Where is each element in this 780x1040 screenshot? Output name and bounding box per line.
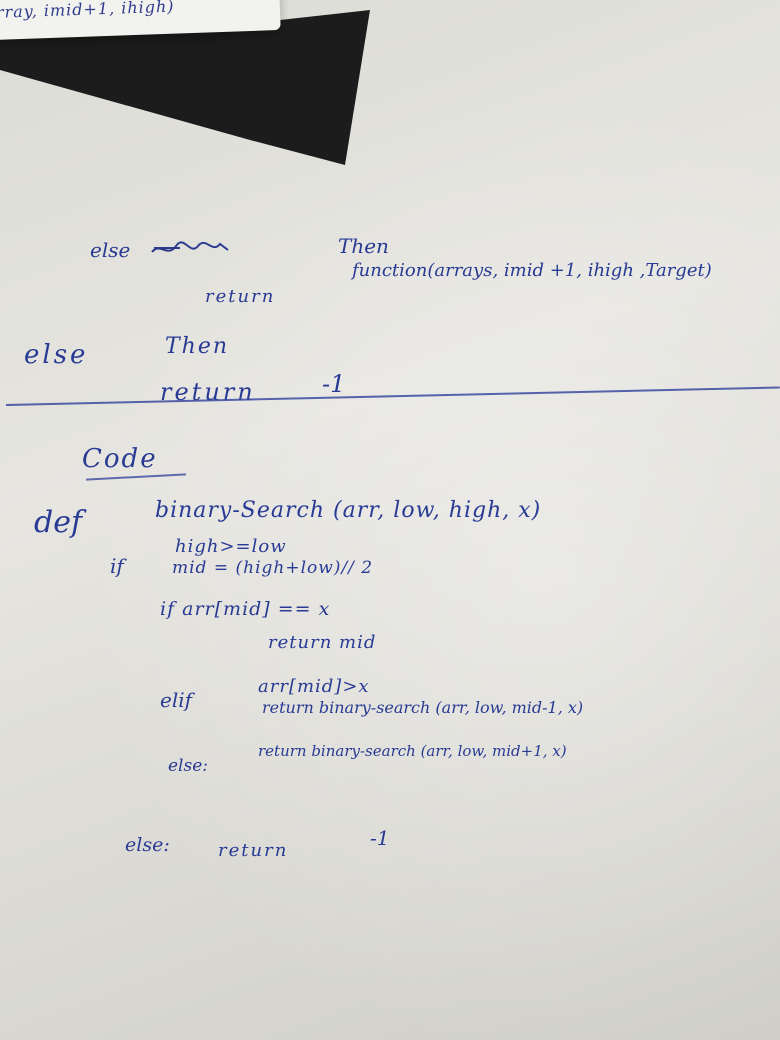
return-keyword-1: return [205,286,276,307]
return-value-1: -1 [322,370,346,398]
else-keyword-2: else [24,340,89,370]
mid-assignment: mid = (high+low)// 2 [172,558,374,578]
card-text: rray, imid+1, ihigh) [0,0,175,22]
if-condition-2: if arr[mid] == x [160,598,331,620]
return-mid: return mid [268,632,377,653]
def-keyword: def [34,505,83,540]
else-outer: else: [125,834,170,856]
else-keyword-1: else [90,238,131,262]
elif-keyword: elif [160,688,193,712]
elif-condition: arr[mid]>x [258,676,370,697]
if-condition-1: high>=low [175,536,287,557]
else-inner: else: [168,756,209,776]
function-signature: binary-Search (arr, low, high, x) [155,498,542,523]
code-heading: Code [82,444,158,474]
return-value-final: -1 [370,826,390,850]
if-keyword-1: if [110,554,124,578]
return-left-search: return binary-search (arr, low, mid-1, x… [262,698,584,717]
return-final: return [218,840,289,861]
return-right-search: return binary-search (arr, low, mid+1, x… [258,742,567,760]
then-keyword-1: Then [338,234,389,258]
function-call: function(arrays, imid +1, ihigh ,Target) [352,260,712,281]
strikethrough-scribble [151,241,229,253]
shadow-wedge [0,10,370,165]
then-keyword-2: Then [165,334,230,359]
